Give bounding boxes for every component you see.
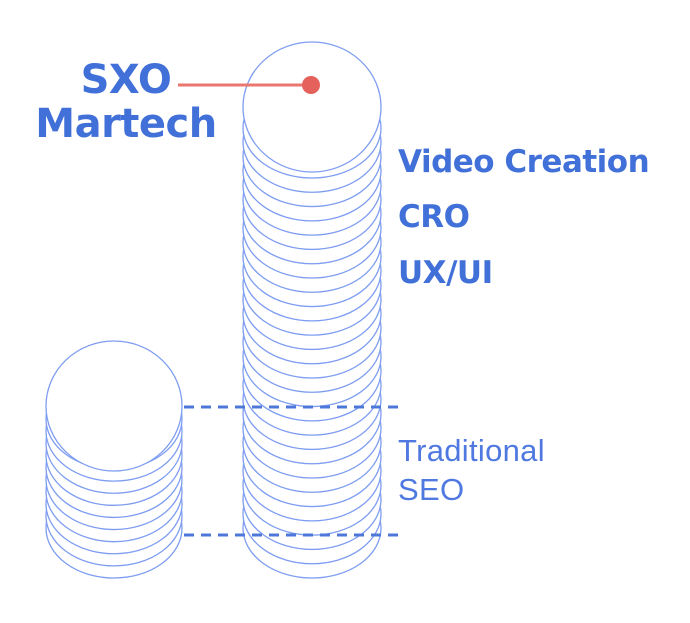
coin xyxy=(45,340,183,472)
height-guide-dashed-lines xyxy=(184,405,403,537)
label-video-creation: Video Creation xyxy=(398,144,650,180)
label-ux-ui: UX/UI xyxy=(398,255,493,291)
pointer-dot-icon xyxy=(302,76,320,94)
label-cro: CRO xyxy=(398,199,470,235)
title-line-2: Martech xyxy=(35,101,217,147)
sxo-pointer xyxy=(178,76,320,94)
traditional-seo-stack xyxy=(45,340,183,579)
sxo-martech-title: SXO Martech xyxy=(21,58,231,146)
sxo-martech-stack xyxy=(242,41,382,579)
coin xyxy=(242,41,382,173)
label-traditional-seo: Traditional SEO xyxy=(398,431,545,509)
comparison-line-2: SEO xyxy=(398,472,465,507)
title-line-1: SXO xyxy=(80,57,172,103)
comparison-line-1: Traditional xyxy=(398,433,545,468)
